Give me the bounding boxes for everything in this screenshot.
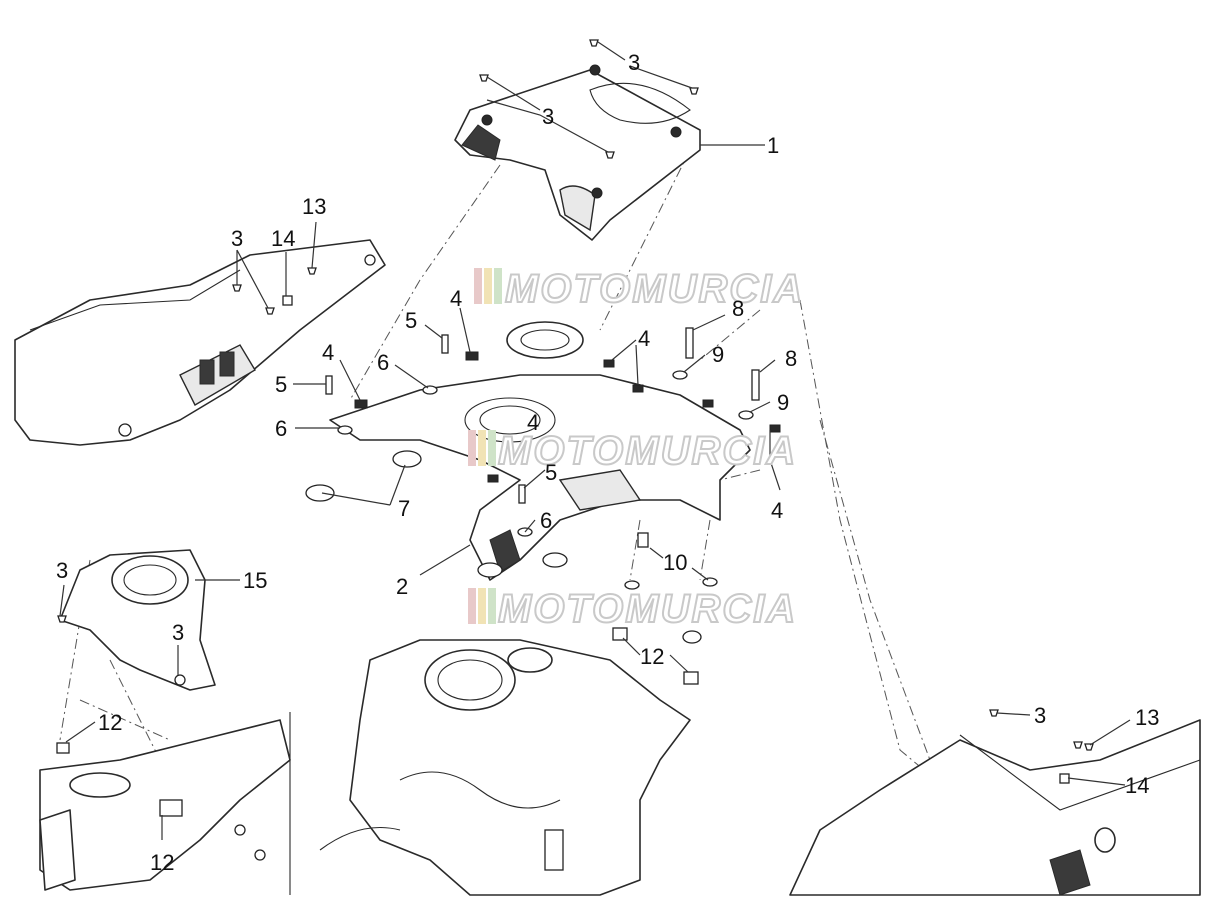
callout-12: 12 <box>98 710 122 735</box>
callout-4: 4 <box>638 326 650 351</box>
callout-8: 8 <box>732 296 744 321</box>
callout-9: 9 <box>777 390 789 415</box>
callout-5: 5 <box>545 460 557 485</box>
rear-cover-part-1 <box>454 64 701 241</box>
callout-10: 10 <box>663 550 687 575</box>
callout-15: 15 <box>243 568 267 593</box>
callout-14: 14 <box>271 226 295 251</box>
callout-3: 3 <box>1034 703 1046 728</box>
callout-14: 14 <box>1125 773 1149 798</box>
callout-3: 3 <box>172 620 184 645</box>
watermark-text-middle: MOTOMURCIA <box>498 429 797 473</box>
callout-8: 8 <box>785 346 797 371</box>
callout-4: 4 <box>527 410 539 435</box>
callout-7: 7 <box>398 496 410 521</box>
hardware-items <box>56 39 1094 784</box>
callout-9: 9 <box>712 342 724 367</box>
callout-12: 12 <box>150 850 174 875</box>
callout-5: 5 <box>405 308 417 333</box>
callout-4: 4 <box>450 286 462 311</box>
callout-4: 4 <box>771 498 783 523</box>
callout-12: 12 <box>640 644 664 669</box>
callout-labels: 1 2 3 3 3 3 3 3 4 4 4 4 4 5 5 5 6 6 6 7 … <box>56 50 1159 875</box>
callout-1: 1 <box>767 133 779 158</box>
callout-3: 3 <box>542 104 554 129</box>
callout-3: 3 <box>56 558 68 583</box>
left-side-panel <box>14 239 386 446</box>
fuel-tank <box>319 639 691 896</box>
fuel-cap-cover-part-15 <box>59 549 216 691</box>
callout-2: 2 <box>396 574 408 599</box>
callout-6: 6 <box>540 508 552 533</box>
watermark-text-bottom: MOTOMURCIA <box>498 587 797 631</box>
frame-cover-part-2 <box>329 321 751 581</box>
callout-13: 13 <box>302 194 326 219</box>
callout-6: 6 <box>275 416 287 441</box>
callout-3: 3 <box>628 50 640 75</box>
callout-6: 6 <box>377 350 389 375</box>
callout-3: 3 <box>231 226 243 251</box>
frame-detail-bottom-left <box>39 712 291 895</box>
callout-5: 5 <box>275 372 287 397</box>
watermark-bottom: MOTOMURCIA <box>468 586 797 632</box>
watermark-top: MOTOMURCIA <box>474 266 804 312</box>
right-side-panel <box>789 719 1201 896</box>
callout-4: 4 <box>322 340 334 365</box>
watermark: MOTOMURCIA MOTOMURCIA MOTOMURCIA <box>468 266 804 632</box>
callout-13: 13 <box>1135 705 1159 730</box>
leader-lines <box>59 41 1131 840</box>
watermark-middle: MOTOMURCIA <box>468 428 797 474</box>
watermark-text-top: MOTOMURCIA <box>505 267 804 311</box>
